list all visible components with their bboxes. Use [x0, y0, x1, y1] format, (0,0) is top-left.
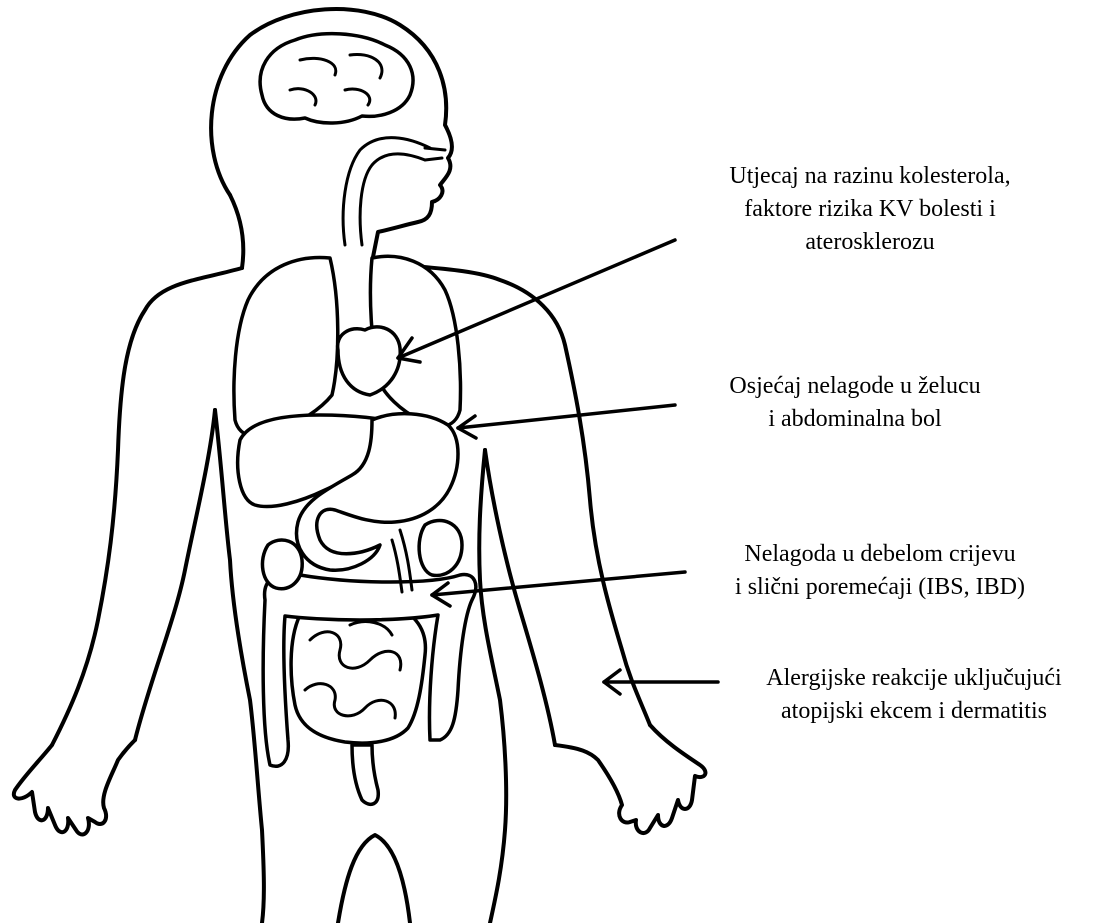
label-cholesterol-line1: Utjecaj na razinu kolesterola, — [690, 160, 1050, 193]
label-cholesterol-line3: aterosklerozu — [690, 226, 1050, 259]
label-colon: Nelagoda u debelom crijevu i slični pore… — [690, 538, 1070, 604]
label-stomach-line1: Osjećaj nelagode u želucu — [680, 370, 1030, 403]
label-cholesterol-line2: faktore rizika KV bolesti i — [690, 193, 1050, 226]
left-kidney — [262, 540, 302, 589]
right-hand — [555, 725, 705, 833]
left-hand — [14, 740, 135, 834]
left-lung — [234, 257, 338, 436]
label-colon-line1: Nelagoda u debelom crijevu — [690, 538, 1070, 571]
label-allergy-line2: atopijski ekcem i dermatitis — [728, 695, 1100, 728]
brain — [260, 34, 413, 123]
rectum — [352, 745, 378, 804]
esophagus — [360, 154, 425, 245]
right-kidney — [419, 521, 462, 576]
label-colon-line2: i slični poremećaji (IBS, IBD) — [690, 571, 1070, 604]
neck-outline — [230, 195, 243, 268]
left-inner-arm — [135, 410, 215, 740]
torso-right — [479, 450, 506, 923]
label-stomach-line2: i abdominalna bol — [680, 403, 1030, 436]
left-arm-outline — [52, 268, 242, 745]
label-cholesterol: Utjecaj na razinu kolesterola, faktore r… — [690, 160, 1050, 259]
mouth — [425, 148, 445, 160]
arrow-skin — [604, 670, 718, 694]
label-allergy-line1: Alergijske reakcije uključujući — [728, 662, 1100, 695]
arrow-stomach — [458, 405, 675, 438]
label-allergy: Alergijske reakcije uključujući atopijsk… — [728, 662, 1100, 728]
label-stomach: Osjećaj nelagode u želucu i abdominalna … — [680, 370, 1030, 436]
right-inner-arm — [485, 450, 555, 745]
legs-inner — [338, 835, 410, 923]
